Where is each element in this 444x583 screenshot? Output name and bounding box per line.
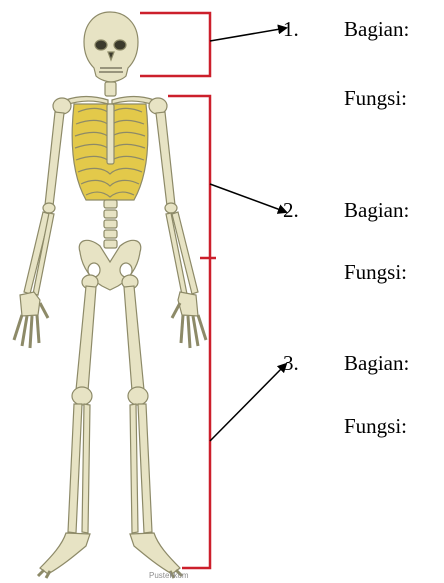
left-leg xyxy=(38,275,98,578)
right-leg xyxy=(122,275,182,578)
watermark-text: Pustekkom xyxy=(149,571,189,581)
arrow-1 xyxy=(210,28,286,41)
left-arm xyxy=(14,112,64,348)
arrow-group xyxy=(210,28,286,441)
bracket-group xyxy=(140,13,216,568)
item-1-number: 1. xyxy=(283,17,299,41)
ribcage xyxy=(72,104,148,200)
item-3-part-label: Bagian: xyxy=(344,351,409,375)
arrow-2 xyxy=(210,184,286,212)
item-1-function-label: Fungsi: xyxy=(344,86,407,110)
item-3-number: 3. xyxy=(283,351,299,375)
item-2-number: 2. xyxy=(283,198,299,222)
skull xyxy=(84,12,138,82)
item-2-part-label: Bagian: xyxy=(344,198,409,222)
arrow-3 xyxy=(210,364,286,441)
bracket-head xyxy=(140,13,210,76)
item-1-part-label: Bagian: xyxy=(344,17,409,41)
item-3-function-label: Fungsi: xyxy=(344,414,407,438)
right-arm xyxy=(156,112,206,348)
spine xyxy=(104,200,117,248)
item-2-function-label: Fungsi: xyxy=(344,260,407,284)
